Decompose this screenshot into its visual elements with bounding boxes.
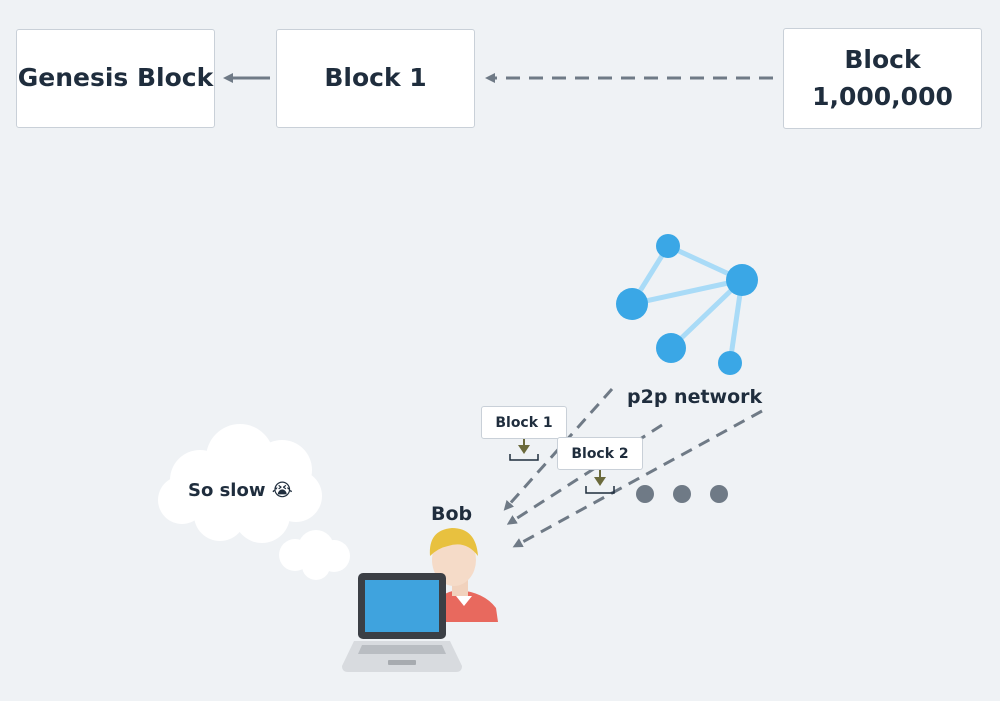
p2p-network-graph	[616, 234, 758, 375]
p2p-network-label: p2p network	[627, 386, 763, 408]
downloading-block-1: Block 1	[481, 406, 567, 439]
block-1000000: Block 1,000,000	[783, 28, 982, 129]
download-arrow-1	[503, 388, 614, 511]
ellipsis-dot	[710, 485, 728, 503]
latest-block-label-line2: 1,000,000	[812, 81, 953, 111]
network-node-icon	[726, 264, 758, 296]
bob-name-label: Bob	[431, 503, 473, 525]
genesis-block-label: Genesis Block	[17, 63, 214, 93]
network-node-icon	[656, 234, 680, 258]
laptop-icon	[342, 573, 462, 672]
genesis-block: Genesis Block	[16, 29, 215, 128]
network-node-icon	[656, 333, 686, 363]
block-1: Block 1	[276, 29, 475, 128]
latest-block-label-line1: Block	[844, 45, 921, 75]
network-node-icon	[718, 351, 742, 375]
block-1-label: Block 1	[324, 63, 427, 93]
thought-text: So slow 😭	[188, 480, 293, 501]
downloading-block-2: Block 2	[557, 437, 643, 470]
download-arrow-3	[512, 409, 763, 548]
ellipsis-dot	[636, 485, 654, 503]
ellipsis-dot	[673, 485, 691, 503]
bob-avatar-icon	[429, 528, 498, 622]
downloading-block-2-label: Block 2	[571, 445, 629, 462]
thought-cloud-icon	[158, 424, 350, 580]
downloading-block-1-label: Block 1	[495, 414, 553, 431]
network-node-icon	[616, 288, 648, 320]
